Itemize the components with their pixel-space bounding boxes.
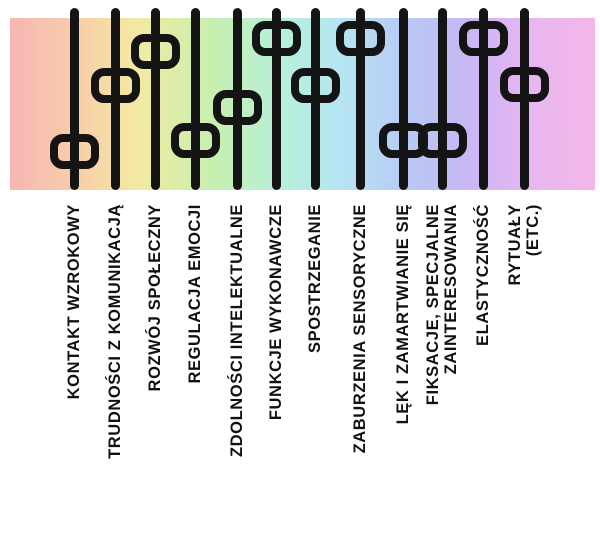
slider-track	[232, 8, 242, 190]
slider-3	[130, 0, 180, 190]
slider-knob	[130, 33, 180, 69]
slider-8	[335, 0, 385, 190]
slider-knob	[170, 123, 220, 159]
slider-10	[417, 0, 467, 190]
slider-track	[150, 8, 160, 190]
slider-track	[355, 8, 365, 190]
slider-label: ZABURZENIA SENSORYCZNE	[351, 204, 369, 454]
slider-knob	[290, 68, 340, 104]
slider-12	[499, 0, 549, 190]
slider-11	[458, 0, 508, 190]
slider-6	[251, 0, 301, 190]
slider-track	[190, 8, 200, 190]
slider-label: REGULACJA EMOCJI	[186, 204, 204, 384]
slider-1	[49, 0, 99, 190]
slider-label: RYTUAŁY (ETC.)	[506, 204, 542, 286]
slider-knob	[49, 134, 99, 170]
slider-track	[69, 8, 79, 190]
slider-knob	[335, 21, 385, 57]
slider-track	[478, 8, 488, 190]
slider-knob	[417, 123, 467, 159]
slider-track	[437, 8, 447, 190]
slider-7	[290, 0, 340, 190]
slider-label: SPOSTRZEGANIE	[306, 204, 324, 353]
slider-track	[398, 8, 408, 190]
slider-knob	[499, 66, 549, 102]
slider-knob	[90, 68, 140, 104]
slider-knob	[212, 90, 262, 126]
slider-knob	[251, 21, 301, 57]
slider-9	[378, 0, 428, 190]
slider-4	[170, 0, 220, 190]
slider-2	[90, 0, 140, 190]
slider-track	[271, 8, 281, 190]
slider-knob	[458, 21, 508, 57]
slider-5	[212, 0, 262, 190]
